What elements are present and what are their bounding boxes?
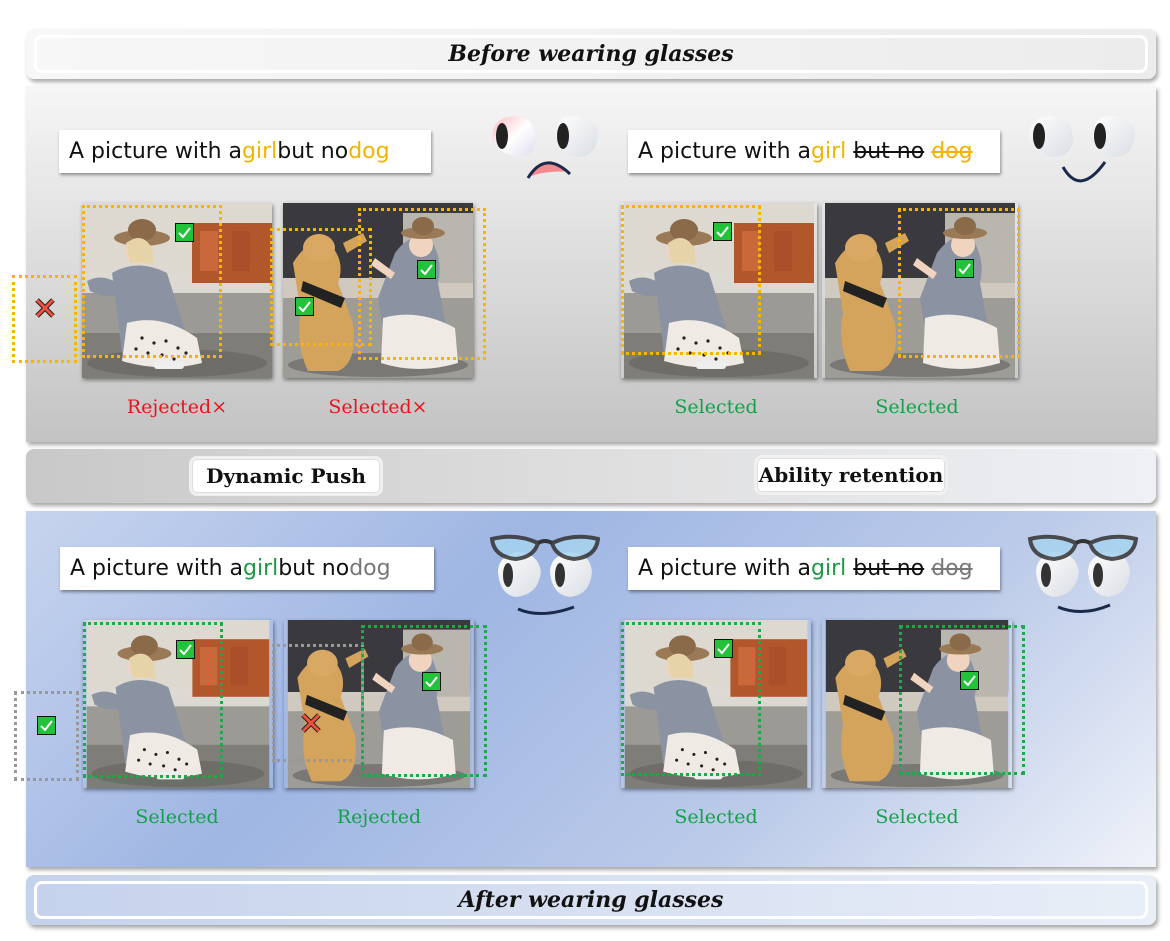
check-icon <box>422 672 441 691</box>
bottom-banner: After wearing glasses <box>26 875 1156 925</box>
before-right-label-1: Selected <box>674 396 758 418</box>
after-left-outside-box <box>14 691 79 781</box>
after-right-label-2: Selected <box>875 806 959 828</box>
smile-face-icon <box>1029 116 1135 183</box>
before-left-girl2-box <box>358 208 486 360</box>
cross-icon <box>35 298 55 318</box>
before-right-girl2-box <box>898 208 1020 358</box>
check-icon <box>960 671 979 690</box>
before-left-dog-box <box>270 228 372 346</box>
before-left-outside-box <box>12 275 77 363</box>
dynamic-push-pill: Dynamic Push <box>189 456 383 496</box>
before-left-label-1: Rejected× <box>126 396 228 418</box>
after-right-caption: A picture with a girl but no dog <box>628 547 1000 590</box>
check-icon <box>713 222 732 241</box>
before-right-girl-box <box>621 205 761 355</box>
top-banner: Before wearing glasses <box>26 29 1156 79</box>
after-right-girl-box <box>621 622 761 776</box>
cross-icon <box>301 713 321 733</box>
after-left-caption: A picture with a girl but no dog <box>60 547 434 590</box>
check-icon <box>175 223 194 242</box>
glasses-face-icon <box>489 534 601 615</box>
before-right-label-2: Selected <box>875 396 959 418</box>
ability-retention-pill: Ability retention <box>754 455 948 495</box>
after-left-label-2: Rejected <box>336 806 422 828</box>
before-left-caption: A picture with a girl but no dog <box>59 130 431 173</box>
check-icon <box>176 640 195 659</box>
before-right-caption: A picture with a girl but no dog <box>628 130 1000 173</box>
after-left-girl-box <box>83 622 223 778</box>
check-icon <box>295 297 314 316</box>
sad-face-icon <box>492 116 598 179</box>
after-left-girl2-box <box>361 625 487 777</box>
after-right-girl2-box <box>899 625 1025 775</box>
check-icon <box>417 260 436 279</box>
bottom-banner-title: After wearing glasses <box>34 881 1148 919</box>
after-right-label-1: Selected <box>674 806 758 828</box>
before-left-label-2: Selected× <box>328 396 428 418</box>
check-icon <box>714 639 733 658</box>
check-icon <box>955 259 974 278</box>
after-left-label-1: Selected <box>135 806 219 828</box>
before-left-girl-box <box>82 205 222 358</box>
top-banner-title: Before wearing glasses <box>34 35 1148 73</box>
check-icon <box>37 716 56 735</box>
after-left-dog-box <box>272 644 364 762</box>
glasses-face-icon <box>1027 534 1139 613</box>
